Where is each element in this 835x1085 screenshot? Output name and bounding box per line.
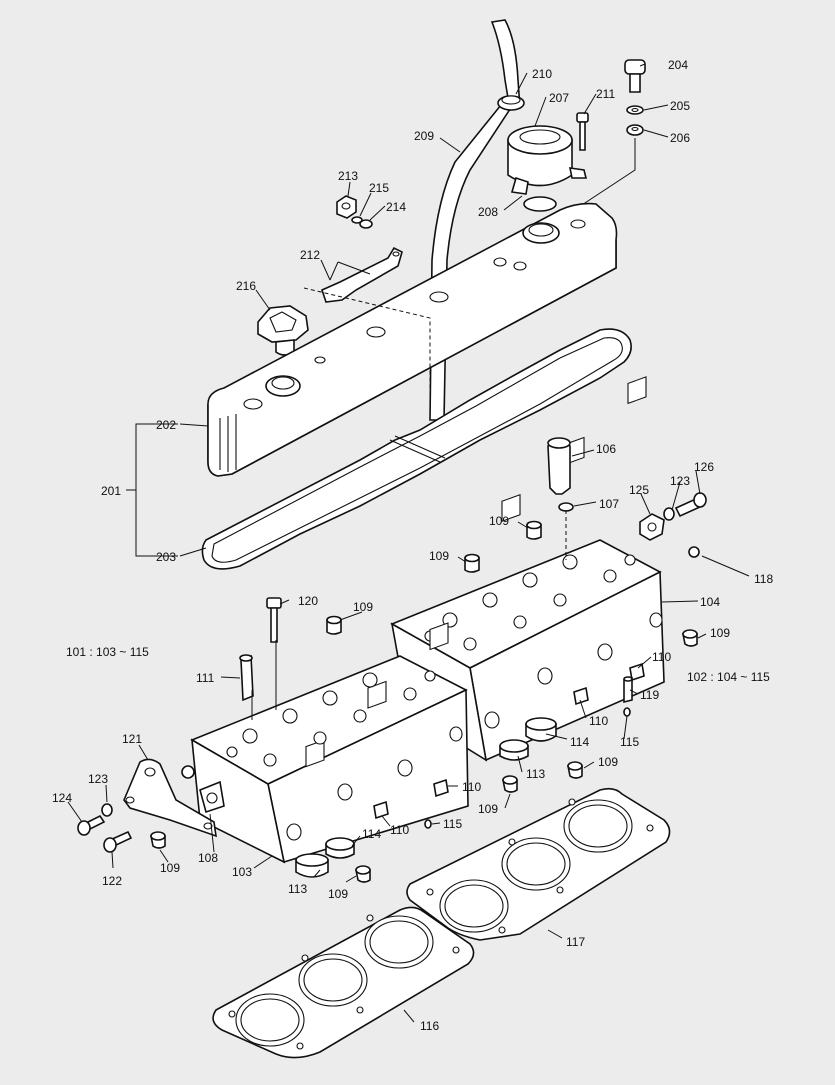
- label-109-c: 109: [353, 600, 373, 614]
- label-109-f: 109: [478, 802, 498, 816]
- label-206: 206: [670, 131, 690, 145]
- bolt-120: [266, 597, 282, 643]
- label-106: 106: [596, 442, 616, 456]
- label-109-h: 109: [328, 887, 348, 901]
- label-113-b: 113: [288, 882, 307, 896]
- label-114-b: 114: [362, 827, 381, 841]
- label-115-b: 115: [443, 817, 462, 831]
- label-117: 117: [566, 935, 585, 949]
- label-111: 111: [196, 671, 215, 685]
- label-214: 214: [386, 200, 406, 214]
- label-207: 207: [549, 91, 569, 105]
- label-104: 104: [700, 595, 720, 609]
- sleeve-111: [239, 654, 254, 702]
- label-group-102: 102 : 104 ~ 115: [687, 670, 770, 684]
- label-216: 216: [236, 279, 256, 293]
- washer-123b: [101, 803, 113, 817]
- bracket-212: [321, 246, 403, 303]
- label-116: 116: [420, 1019, 439, 1033]
- label-205: 205: [670, 99, 690, 113]
- label-109-a: 109: [489, 514, 509, 528]
- label-110-a: 110: [652, 650, 671, 664]
- cylinder-head-103: [190, 622, 469, 864]
- label-110-c: 110: [462, 780, 481, 794]
- sleeve-106: [547, 437, 574, 512]
- label-109-e: 109: [598, 755, 618, 769]
- leader-lines: [67, 63, 750, 1023]
- label-107: 107: [599, 497, 619, 511]
- label-110-d: 110: [390, 823, 409, 837]
- nut-213: [336, 195, 373, 229]
- label-203: 203: [156, 550, 176, 564]
- label-211: 211: [596, 87, 615, 101]
- bolt-122: [103, 830, 133, 853]
- label-119: 119: [640, 688, 659, 702]
- head-gasket-116: [212, 906, 475, 1059]
- label-215: 215: [369, 181, 389, 195]
- valve-caps-109: [150, 520, 700, 883]
- label-213: 213: [338, 169, 358, 183]
- label-208: 208: [478, 205, 498, 219]
- label-126: 126: [694, 460, 714, 474]
- label-125: 125: [629, 483, 649, 497]
- bolt-211: [576, 112, 589, 151]
- label-group-101: 101 : 103 ~ 115: [66, 645, 149, 659]
- label-114-a: 114: [570, 735, 589, 749]
- rocker-cover-202: [207, 202, 618, 477]
- label-103: 103: [232, 865, 252, 879]
- bolt-124: [77, 814, 106, 836]
- bolt-204: [624, 59, 646, 136]
- plug-115b: [424, 819, 432, 829]
- part-108: [181, 765, 225, 814]
- breather-207: [507, 125, 588, 212]
- label-124: 124: [52, 791, 72, 805]
- oil-cap-216: [257, 305, 309, 356]
- label-122: 122: [102, 874, 122, 888]
- label-110-b: 110: [589, 714, 608, 728]
- label-109-g: 109: [160, 861, 180, 875]
- label-109-d: 109: [710, 626, 730, 640]
- label-209: 209: [414, 129, 434, 143]
- label-123-top: 123: [670, 474, 690, 488]
- label-108: 108: [198, 851, 218, 865]
- callout-labels: 210 207 211 204 205 206 209 208 213 215 …: [52, 58, 773, 1033]
- label-109-b: 109: [429, 549, 449, 563]
- label-113-a: 113: [526, 767, 545, 781]
- plug-118: [688, 546, 700, 558]
- rocker-gasket-203: [201, 328, 632, 570]
- washer-123: [663, 507, 675, 521]
- washer-214: [359, 219, 373, 229]
- label-204: 204: [668, 58, 688, 72]
- label-123-left: 123: [88, 772, 108, 786]
- label-120: 120: [298, 594, 318, 608]
- pin-119: [424, 676, 633, 829]
- plugs-110: [373, 662, 645, 820]
- label-210: 210: [532, 67, 552, 81]
- plug-115a: [623, 707, 631, 717]
- label-121: 121: [122, 732, 142, 746]
- label-118: 118: [754, 572, 773, 586]
- head-gasket-117: [406, 787, 671, 941]
- bracket-121: [123, 758, 217, 838]
- label-212: 212: [300, 248, 320, 262]
- label-201: 201: [101, 484, 121, 498]
- label-115-a: 115: [620, 735, 639, 749]
- label-202: 202: [156, 418, 176, 432]
- washer-215: [351, 216, 363, 224]
- fitting-125: [639, 492, 707, 541]
- o-ring-107: [558, 502, 574, 512]
